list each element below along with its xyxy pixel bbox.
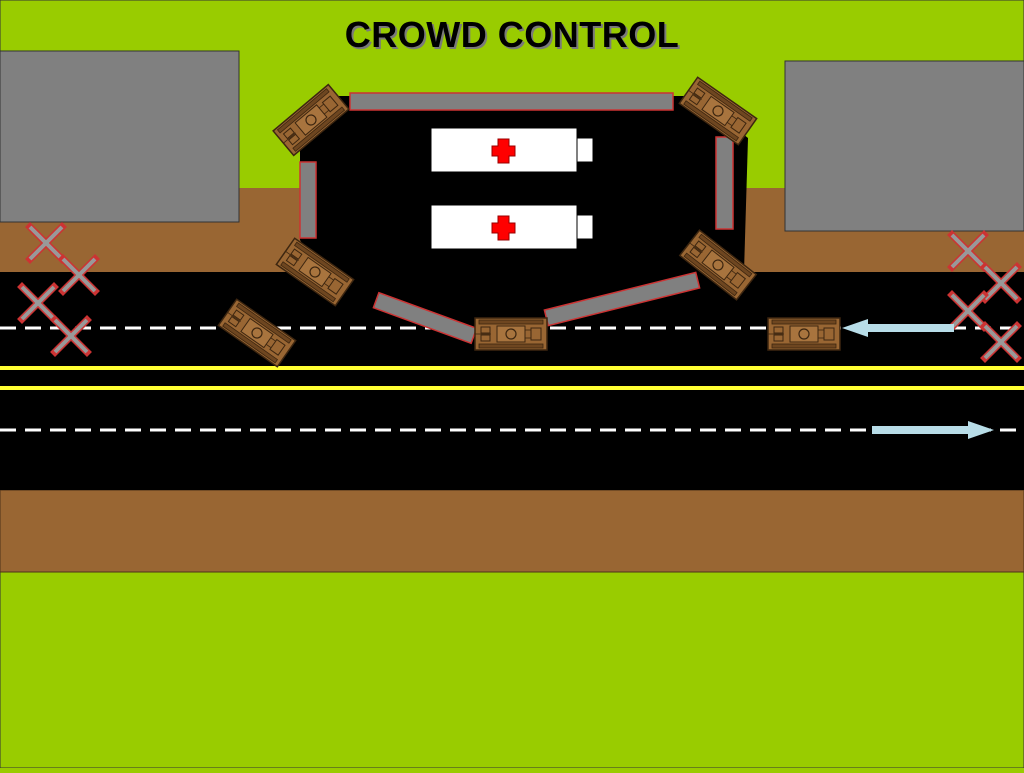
building-right xyxy=(784,60,1024,232)
center-line-lower xyxy=(0,386,1024,390)
direction-arrow-icon xyxy=(842,319,954,337)
ambulance-icon xyxy=(430,204,594,250)
ambulance-icon xyxy=(430,127,594,173)
armored-vehicle-icon xyxy=(474,317,548,351)
barrier-right xyxy=(715,136,734,230)
barrier-bottom-left xyxy=(372,291,478,345)
center-line-upper xyxy=(0,366,1024,370)
direction-arrow-icon xyxy=(872,421,994,439)
armored-vehicle-icon xyxy=(767,317,841,351)
dirt-shoulder-south xyxy=(0,489,1024,573)
building-left xyxy=(0,50,240,223)
barrier-top xyxy=(349,92,674,111)
barrier-left xyxy=(299,161,317,239)
page-title: CROWD CONTROL xyxy=(344,14,680,55)
